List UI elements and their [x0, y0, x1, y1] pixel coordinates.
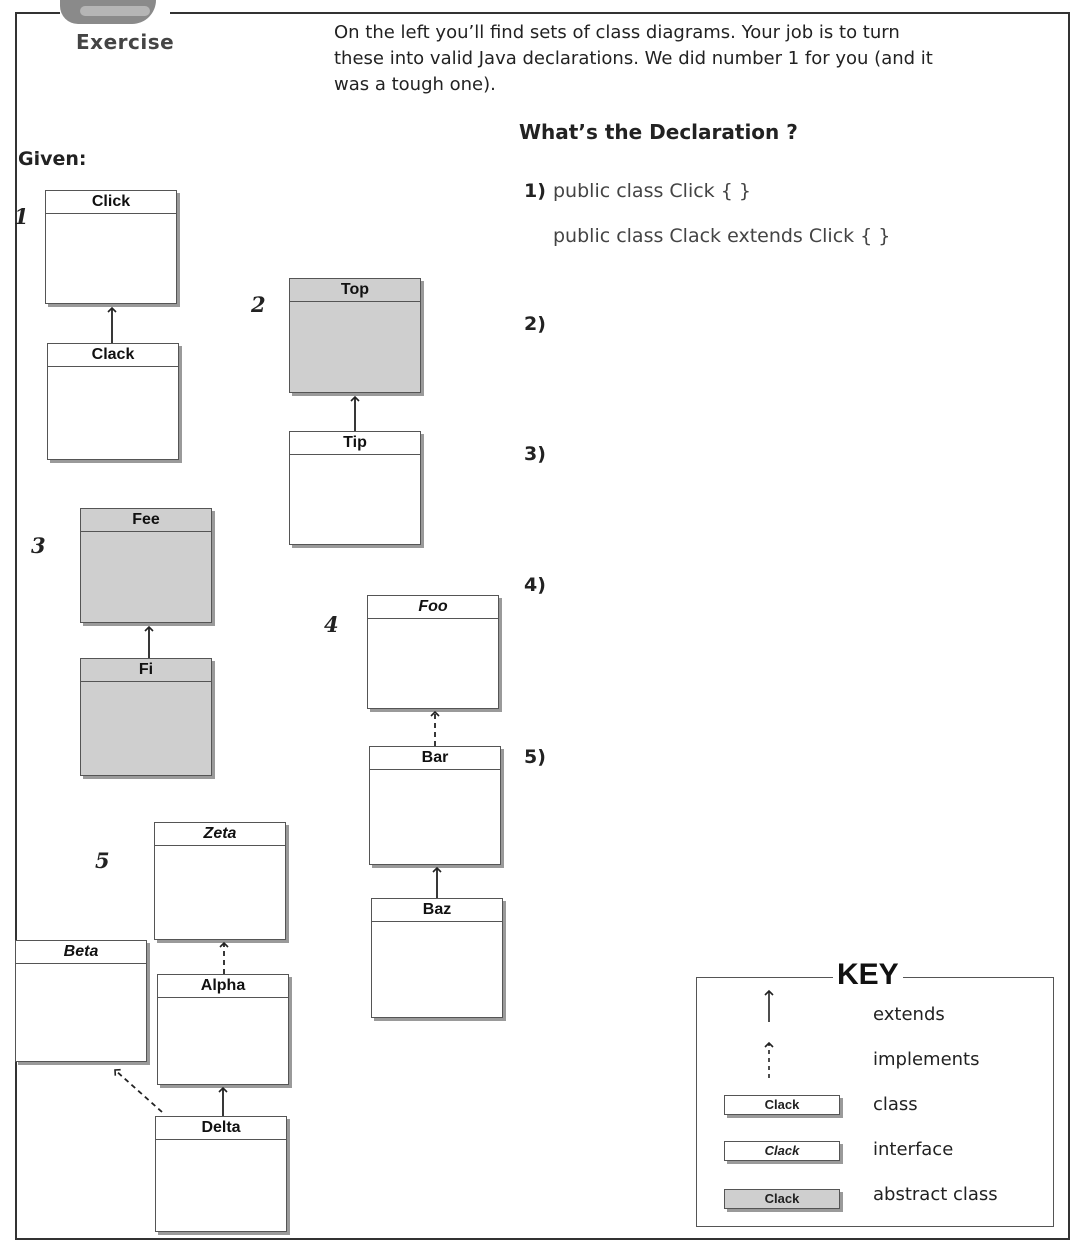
legend-class-sample: Clack	[724, 1095, 840, 1115]
exercise-badge: Exercise	[60, 0, 174, 62]
abstract-class-box-top: Top	[289, 278, 421, 393]
diagram-number-1: 1	[14, 204, 29, 229]
class-name: Tip	[290, 432, 420, 455]
class-name: Clack	[48, 344, 178, 367]
abstract-class-box-fi: Fi	[80, 658, 212, 776]
legend-interface-label: interface	[873, 1139, 954, 1160]
legend-abstract-class-label: abstract class	[873, 1184, 998, 1205]
class-box-click: Click	[45, 190, 177, 304]
class-name: Baz	[372, 899, 502, 922]
legend-class-label: class	[873, 1094, 918, 1115]
legend-title: KEY	[833, 958, 903, 992]
answer-1-number: 1)	[524, 180, 546, 202]
diagram-number-2: 2	[251, 292, 266, 317]
legend-abstract-sample: Clack	[724, 1189, 840, 1209]
answer-1-line-2: public class Clack extends Click { }	[553, 225, 891, 247]
diagram-number-3: 3	[31, 533, 46, 558]
exercise-frame	[15, 12, 1070, 1240]
class-box-alpha: Alpha	[157, 974, 289, 1085]
answer-2-number: 2)	[524, 313, 546, 335]
abstract-class-box-fee: Fee	[80, 508, 212, 623]
class-name: Beta	[16, 941, 146, 964]
answer-3-number: 3)	[524, 443, 546, 465]
class-box-clack: Clack	[47, 343, 179, 460]
legend-extends-label: extends	[873, 1004, 945, 1025]
class-box-baz: Baz	[371, 898, 503, 1018]
class-name: Fee	[81, 509, 211, 532]
class-box-delta: Delta	[155, 1116, 287, 1232]
class-box-bar: Bar	[369, 746, 501, 865]
class-name: Fi	[81, 659, 211, 682]
answer-5-number: 5)	[524, 746, 546, 768]
class-name: Click	[46, 191, 176, 214]
class-name: Top	[290, 279, 420, 302]
class-name: Alpha	[158, 975, 288, 998]
class-box-tip: Tip	[289, 431, 421, 545]
exercise-label: Exercise	[76, 30, 175, 54]
interface-box-beta: Beta	[15, 940, 147, 1062]
class-name: Zeta	[155, 823, 285, 846]
legend-interface-sample: Clack	[724, 1141, 840, 1161]
class-name: Delta	[156, 1117, 286, 1140]
interface-box-zeta: Zeta	[154, 822, 286, 940]
legend-implements-label: implements	[873, 1049, 980, 1070]
class-name: Bar	[370, 747, 500, 770]
given-label: Given:	[18, 148, 87, 170]
answer-1-line-1: public class Click { }	[553, 180, 751, 202]
interface-box-foo: Foo	[367, 595, 499, 709]
class-name: Foo	[368, 596, 498, 619]
diagram-number-5: 5	[95, 848, 110, 873]
answer-4-number: 4)	[524, 574, 546, 596]
diagram-number-4: 4	[324, 612, 339, 637]
declaration-heading: What’s the Declaration ?	[519, 120, 798, 144]
intro-text: On the left you’ll find sets of class di…	[334, 22, 933, 95]
